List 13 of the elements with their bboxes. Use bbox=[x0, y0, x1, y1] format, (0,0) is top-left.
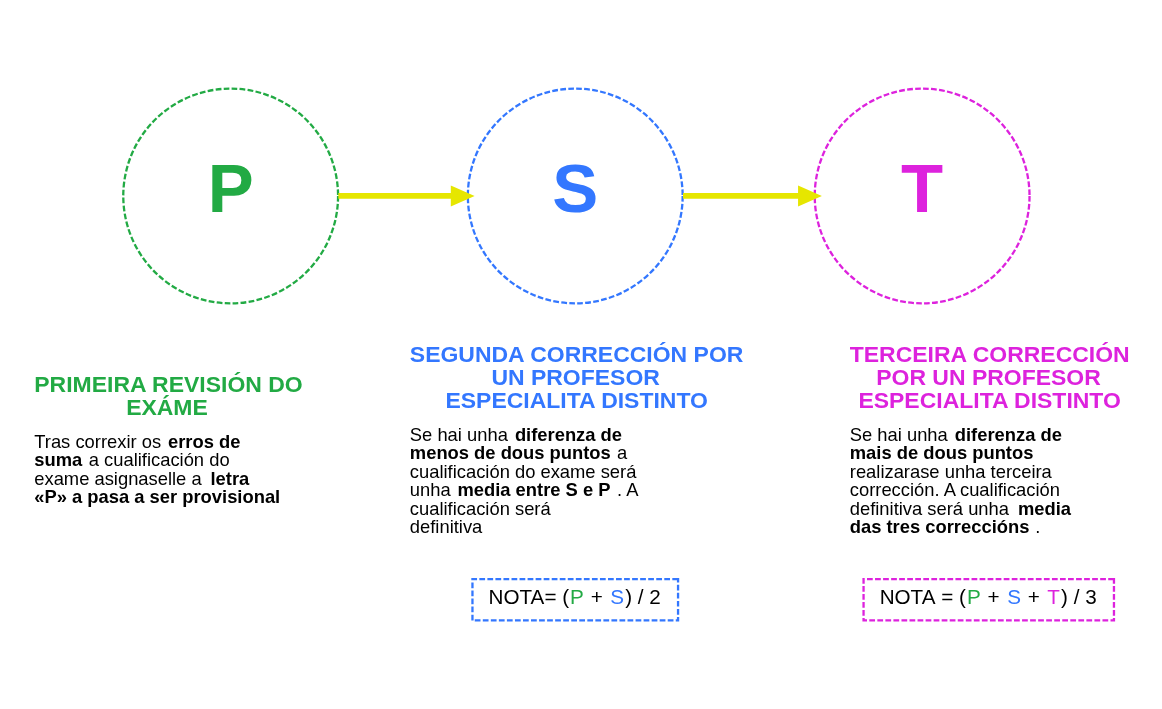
node-circle: S bbox=[466, 87, 684, 305]
node-box: NOTA = (P + S + T) / 3 bbox=[862, 577, 1116, 622]
node-circle: T bbox=[813, 87, 1031, 305]
node-label: TERCEIRA CORRECCIÓN POR UN PROFESOR ESPECIALITA DISTINTO bbox=[849, 340, 1130, 413]
node-label: SEGUNDA CORRECCIÓN POR UN PROFESOR ESPECIALITA DISTINTO bbox=[409, 340, 744, 413]
arrow bbox=[683, 185, 822, 207]
node-label: Se hai unha diferenza de menos de dous puntos a cualificación do exame será unha media entre S e P . A cualificación será definitiva bbox=[409, 423, 639, 537]
node-label: PRIMEIRA REVISIÓN DO EXÁME bbox=[34, 370, 303, 420]
node-label: Se hai unha diferenza de mais de dous puntos realizarase unha terceira corrección. A cualificación definitiva será unha media das tres correccións. bbox=[849, 423, 1072, 537]
arrow bbox=[338, 185, 475, 207]
node-label: Tras correxir os erros de suma a cualificación do exame asignaselle a letra «P» a pasa a ser provisional bbox=[34, 430, 281, 508]
node-circle: P bbox=[122, 87, 340, 305]
node-box: NOTA= (P + S) / 2 bbox=[471, 577, 680, 622]
